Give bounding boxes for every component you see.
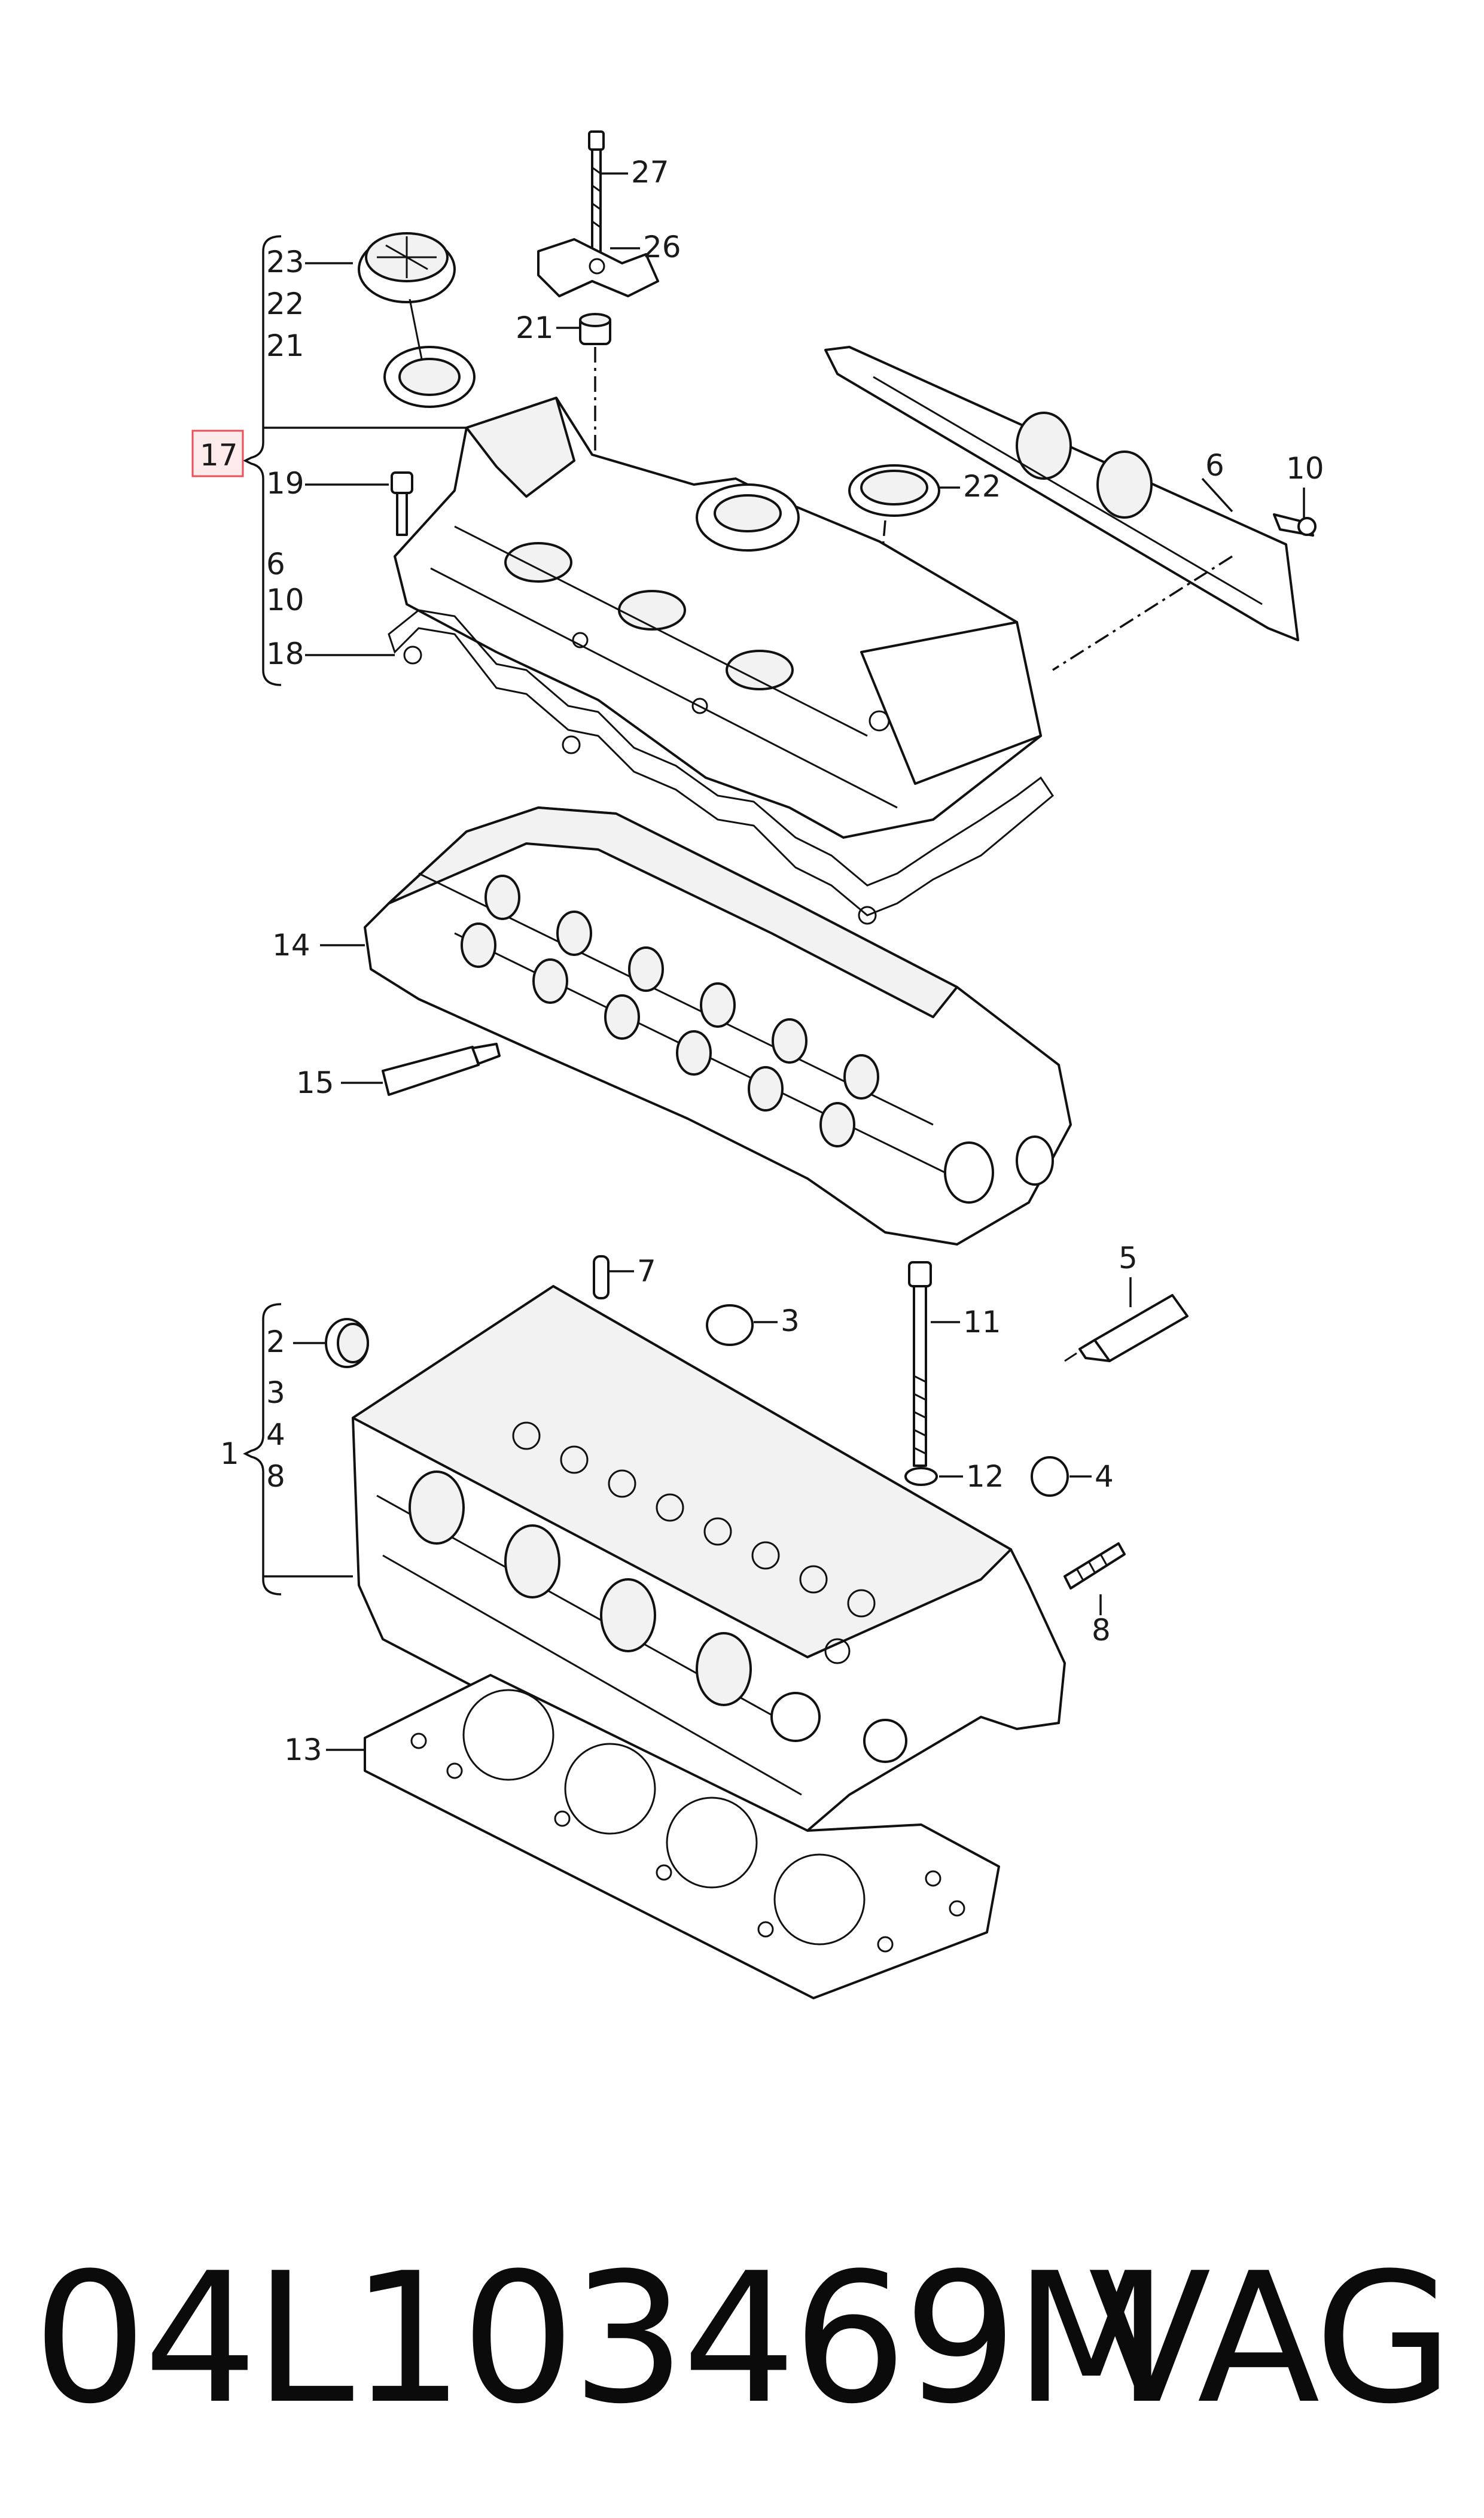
callout-1: 1 bbox=[220, 1436, 239, 1471]
dowel-pin-7 bbox=[593, 1255, 610, 1299]
callout-11: 11 bbox=[963, 1305, 1001, 1339]
washer-12 bbox=[904, 1467, 938, 1486]
seal-22 bbox=[848, 464, 940, 517]
cylinder-head-gasket-13 bbox=[364, 1674, 1000, 1999]
callout-4: 4 bbox=[1095, 1459, 1114, 1494]
bolt-27 bbox=[588, 130, 605, 270]
callout-19: 19 bbox=[266, 466, 304, 501]
stud-bolt-8 bbox=[1064, 1542, 1126, 1590]
callout-18: 18 bbox=[266, 637, 304, 671]
camshaft-housing-14 bbox=[364, 806, 1072, 1246]
callout-5: 5 bbox=[1119, 1241, 1138, 1275]
callout-10: 10 bbox=[1286, 451, 1324, 486]
camshafts bbox=[461, 875, 879, 1147]
callout-21: 21 bbox=[516, 310, 554, 345]
callout-2: 2 bbox=[266, 1325, 285, 1359]
callout-12: 12 bbox=[966, 1459, 1004, 1494]
callout-6: 6 bbox=[1205, 448, 1224, 483]
sealing-plug-2 bbox=[325, 1318, 369, 1368]
sealing-plug-4 bbox=[1031, 1456, 1069, 1497]
callout-13: 13 bbox=[284, 1733, 322, 1767]
callout-21-list: 21 bbox=[266, 328, 304, 363]
callout-22: 22 bbox=[963, 469, 1001, 504]
heat-shield-6 bbox=[824, 346, 1299, 641]
bolt-19 bbox=[391, 471, 413, 536]
callout-10-list: 10 bbox=[266, 583, 304, 617]
callout-8: 8 bbox=[1092, 1613, 1111, 1648]
callout-26: 26 bbox=[643, 230, 681, 264]
brand-text: VAG bbox=[1088, 2234, 1453, 2443]
bolt-10 bbox=[1273, 513, 1317, 537]
sealant-tube-15 bbox=[382, 1043, 501, 1096]
cover-gasket-18 bbox=[388, 609, 1054, 925]
callout-15: 15 bbox=[296, 1065, 334, 1100]
oil-filler-cap bbox=[358, 232, 456, 303]
sealant-tube-5 bbox=[1064, 1294, 1189, 1362]
callout-22-list: 22 bbox=[266, 287, 304, 321]
callout-14: 14 bbox=[272, 928, 310, 963]
callout-3-list: 3 bbox=[266, 1375, 285, 1410]
cylinder-head-bolt-11 bbox=[908, 1261, 932, 1467]
callout-3: 3 bbox=[781, 1304, 800, 1338]
callout-27: 27 bbox=[631, 155, 669, 190]
callout-8-list: 8 bbox=[266, 1459, 285, 1494]
footer-caption: 04L103469M VAG bbox=[0, 2213, 1484, 2465]
callout-4-list: 4 bbox=[266, 1417, 285, 1452]
sealing-plug-3 bbox=[706, 1304, 754, 1346]
callout-23: 23 bbox=[266, 245, 304, 279]
bracket-group-1 bbox=[243, 1303, 353, 1596]
grommet-21 bbox=[579, 313, 611, 345]
retaining-bracket-26 bbox=[537, 238, 659, 297]
part-number-text: 04L103469M bbox=[33, 2234, 1169, 2443]
callout-17: 17 bbox=[200, 438, 238, 473]
callout-6-list: 6 bbox=[266, 547, 285, 581]
bracket-group-17 bbox=[243, 235, 467, 686]
cylinder-head-cover bbox=[394, 397, 1042, 839]
callout-7: 7 bbox=[637, 1254, 656, 1289]
diagram-canvas: 17 23 22 21 19 6 10 18 27 26 21 bbox=[191, 130, 1324, 1999]
highlight-box-17 bbox=[191, 430, 244, 477]
filler-neck-seal bbox=[383, 299, 476, 408]
